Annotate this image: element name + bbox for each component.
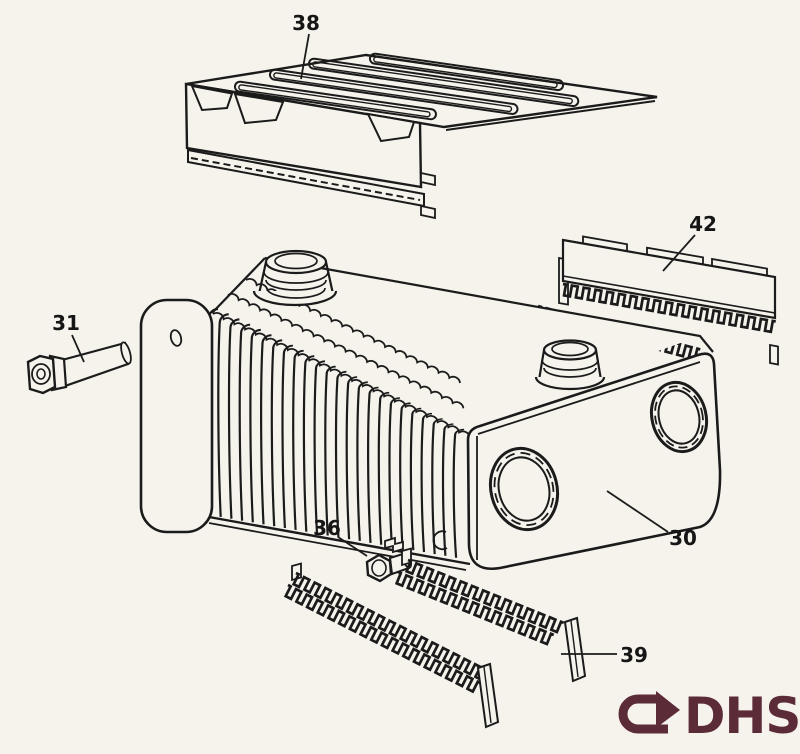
part-42-rear-baffle <box>533 235 779 366</box>
part-label-30: 30 <box>669 526 697 550</box>
dhs-logo: DHS <box>618 687 800 745</box>
part-30-heat-exchanger <box>139 249 722 571</box>
threaded-stub-right <box>534 339 606 391</box>
left-end-plate <box>139 298 214 534</box>
part-38-top-cover <box>184 52 658 220</box>
part-label-31: 31 <box>52 311 80 335</box>
port-rear <box>649 380 709 454</box>
part-39-baffle-strips <box>281 547 587 729</box>
part-labels: 38 42 31 30 36 39 <box>52 11 717 667</box>
cover-slots <box>233 52 580 121</box>
strip-upper <box>392 547 587 683</box>
part-31-bolt <box>26 341 132 395</box>
part-label-39: 39 <box>620 643 648 667</box>
threaded-stub-left <box>252 249 338 307</box>
dhs-logo-arrowhead <box>656 691 680 728</box>
dhs-logo-arrow-band <box>618 694 668 734</box>
flange-notches <box>190 84 416 143</box>
part-label-42: 42 <box>689 212 717 236</box>
part-label-36: 36 <box>313 516 341 540</box>
dhs-logo-text: DHS <box>684 687 800 745</box>
right-header-box <box>432 352 722 571</box>
strip-lower <box>281 562 500 729</box>
leader-lines <box>71 33 696 655</box>
part-label-38: 38 <box>292 11 320 35</box>
